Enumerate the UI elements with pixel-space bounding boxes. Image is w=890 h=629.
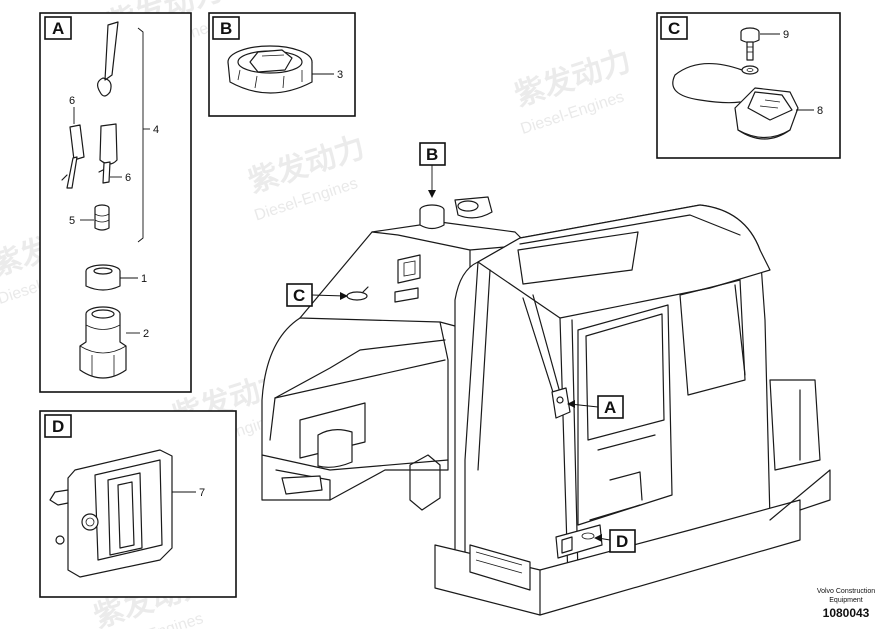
part-number-1: 1 [141, 273, 147, 285]
callout-b-label: B [426, 145, 438, 164]
document-number: 1080043 [823, 606, 870, 620]
callout-a-label: A [604, 398, 616, 417]
machine-drawing [261, 196, 831, 616]
callout-d: D [594, 529, 636, 553]
part-number-4: 4 [153, 124, 159, 136]
panel-b-tag [212, 16, 240, 40]
panel-c-label: C [668, 19, 680, 38]
callout-b: B [419, 142, 446, 198]
part-number-7: 7 [199, 487, 205, 499]
company-line-2: Equipment [829, 597, 863, 604]
company-line-1: Volvo Construction [817, 588, 875, 595]
part-number-2: 2 [143, 328, 149, 340]
panel-a-label: A [52, 19, 64, 38]
panel-b-label: B [220, 19, 232, 38]
panel-d-label: D [52, 417, 64, 436]
part-number-6: 6 [125, 172, 131, 184]
part-number-9: 9 [783, 29, 789, 41]
callout-d-box [609, 529, 636, 553]
callout-c: C [286, 283, 348, 307]
part-number-5: 5 [69, 215, 75, 227]
panel-c-tag [660, 16, 688, 40]
part-number-6: 6 [69, 95, 75, 107]
panel-c: C 9 8 [656, 12, 841, 159]
callout-b-box [419, 142, 446, 166]
part-number-8: 8 [817, 105, 823, 117]
panel-d-tag [44, 414, 72, 438]
callout-d-label: D [616, 532, 628, 551]
panel-a-tag [44, 16, 72, 40]
part-number-3: 3 [337, 69, 343, 81]
callout-c-label: C [293, 286, 305, 305]
callout-a: A [567, 395, 624, 419]
panel-a: A 6 6 4 [39, 12, 192, 393]
panel-b: B 3 [208, 12, 356, 117]
panel-d: D 7 [39, 410, 237, 598]
footer-block: Volvo Construction Equipment 1080043 [817, 588, 875, 620]
